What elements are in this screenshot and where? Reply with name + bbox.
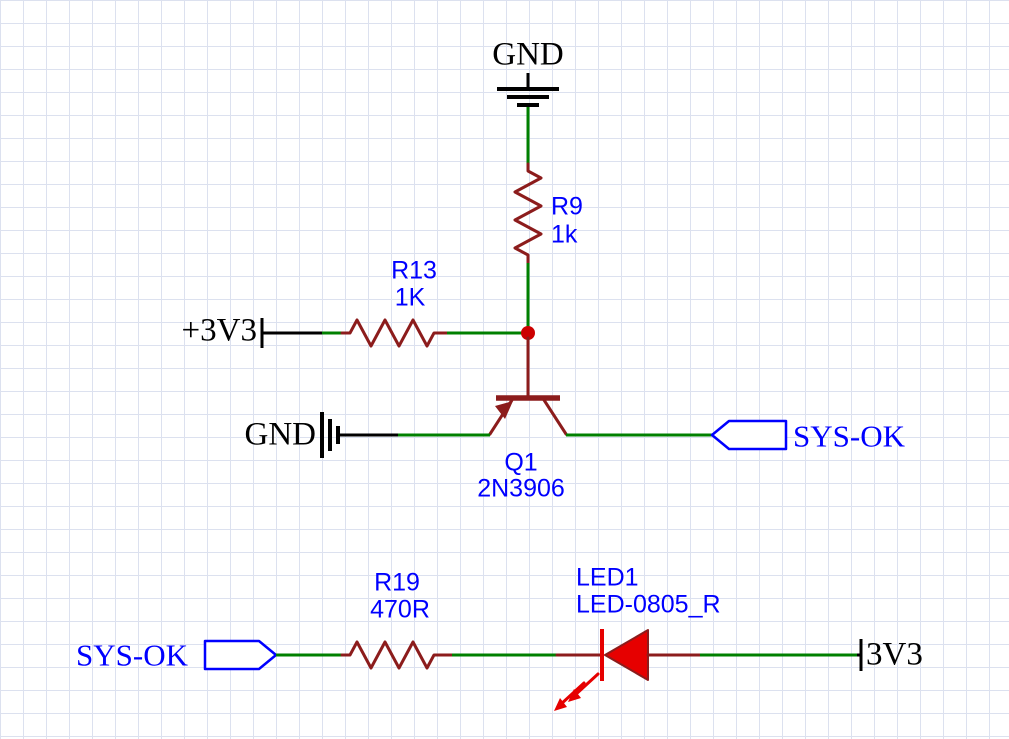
resistor-r19[interactable] <box>340 640 454 670</box>
ref-r19[interactable]: R19 <box>374 568 420 597</box>
ref-r13[interactable]: R13 <box>391 256 437 285</box>
net-label-3v3-right[interactable]: 3V3 <box>866 636 923 673</box>
led1-emission-arrows-icon <box>554 672 600 711</box>
value-led1[interactable]: LED-0805_R <box>576 590 721 619</box>
ref-q1[interactable]: Q1 <box>504 448 538 477</box>
ref-r9[interactable]: R9 <box>551 192 583 221</box>
led1-triangle[interactable] <box>604 629 649 681</box>
value-r9[interactable]: 1k <box>551 220 578 249</box>
led-led1[interactable] <box>554 629 702 711</box>
gnd-symbol-left[interactable] <box>320 412 340 458</box>
value-r13[interactable]: 1K <box>394 283 426 312</box>
net-label-plus3v3[interactable]: +3V3 <box>181 312 257 349</box>
ref-led1[interactable]: LED1 <box>576 563 639 592</box>
netflag-sysok-bottom[interactable] <box>203 639 278 671</box>
gnd-symbol-top[interactable] <box>497 73 559 107</box>
net-label-gnd-left[interactable]: GND <box>244 416 317 453</box>
netflag-label-sysok-bottom[interactable]: SYS-OK <box>76 637 188 673</box>
resistor-r13[interactable] <box>340 318 449 348</box>
value-r19[interactable]: 470R <box>370 595 430 624</box>
value-q1[interactable]: 2N3906 <box>477 474 565 503</box>
q1-right-lead[interactable] <box>542 398 568 436</box>
q1-emitter-arrow-icon <box>495 401 513 419</box>
resistor-r9[interactable] <box>513 162 543 265</box>
transistor-q1[interactable] <box>488 336 568 436</box>
netflag-sysok-top[interactable] <box>710 419 788 451</box>
junction-dot[interactable] <box>521 326 535 340</box>
netflag-label-sysok-top[interactable]: SYS-OK <box>793 418 905 454</box>
net-label-gnd-top[interactable]: GND <box>492 36 564 73</box>
